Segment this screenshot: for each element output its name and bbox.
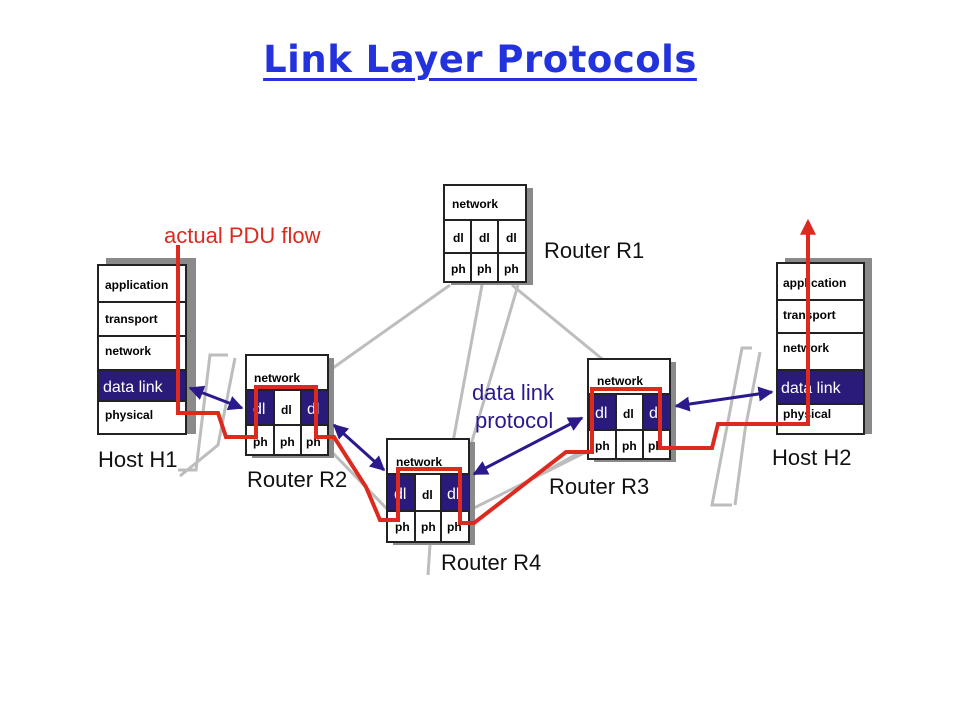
r2-ph-2: ph [280,435,295,449]
pdu-flow-label: actual PDU flow [164,223,321,248]
r1-ph-2: ph [477,262,492,276]
pdu-flow-path [176,218,816,525]
link-r4-down [426,544,432,576]
router-r3: network dl dl dl ph ph ph [587,358,676,462]
r4-ph-1: ph [395,520,410,534]
host-h2-stack: application transport network data link … [776,258,872,435]
h2-layer-application: application [783,276,846,290]
host-h1-label: Host H1 [98,447,177,472]
arrow-r3-h2 [674,386,774,412]
h1-layer-application: application [105,278,168,292]
h1-layer-data-link: data link [103,379,164,396]
link-r1-r3 [511,283,619,374]
bracket-h2 [710,346,752,507]
r3-ph-2: ph [622,439,637,453]
r4-dl-2: dl [422,488,433,502]
r2-network-label: network [254,371,300,385]
arrow-h1-r2 [188,385,244,411]
r4-network-label: network [396,455,442,469]
bracket-h2b [733,351,762,506]
link-r1-r2 [315,283,451,382]
r4-ph-2: ph [421,520,436,534]
h2-layer-data-link: data link [781,380,842,397]
protocol-label-line1: data link [472,380,555,405]
router-r4: network dl dl dl ph ph ph [386,438,475,545]
router-r2-label: Router R2 [247,467,347,492]
r1-dl-2: dl [479,231,490,245]
slide-title: Link Layer Protocols [263,38,697,81]
protocol-label-line2: protocol [475,408,553,433]
host-h2-label: Host H2 [772,445,851,470]
protocol-arrows [188,385,774,476]
r3-ph-1: ph [595,439,610,453]
host-h1-stack: application transport network data link … [97,258,196,435]
router-r4-label: Router R4 [441,550,541,575]
r1-dl-1: dl [453,231,464,245]
r1-ph-1: ph [451,262,466,276]
link-r1-r4 [448,284,484,459]
r1-ph-3: ph [504,262,519,276]
r1-dl-3: dl [506,231,517,245]
router-r1-label: Router R1 [544,238,644,263]
router-r3-label: Router R3 [549,474,649,499]
r3-dl-1: dl [595,405,607,422]
r2-dl-2: dl [281,403,292,417]
h1-layer-network: network [105,344,151,358]
router-r2: network dl dl dl ph ph ph [245,354,334,458]
h1-layer-transport: transport [105,312,158,326]
r1-network-label: network [452,197,498,211]
r3-network-label: network [597,374,643,388]
h1-layer-physical: physical [105,408,153,422]
r4-dl-1: dl [394,486,406,503]
r4-dl-3: dl [447,486,459,503]
router-r1: network dl dl dl ph ph ph [443,184,533,285]
r3-dl-2: dl [623,407,634,421]
arrow-r4-r3 [472,416,584,476]
arrow-r2-r4 [332,423,386,472]
